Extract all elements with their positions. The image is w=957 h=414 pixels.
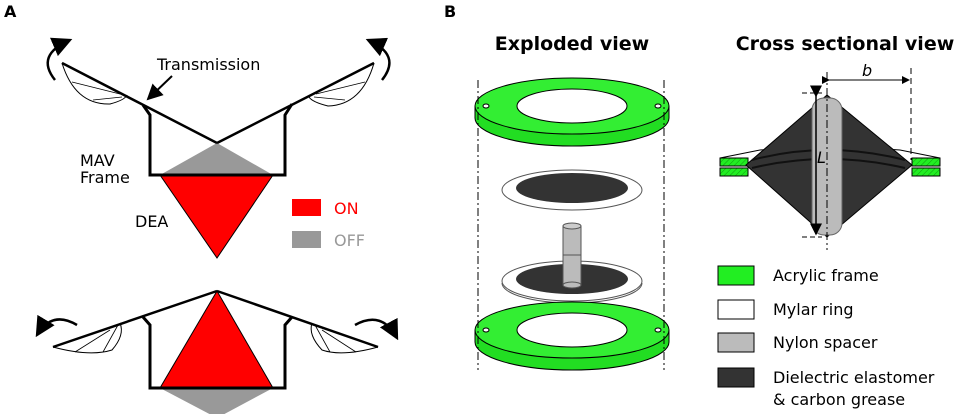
state-legend: ON OFF — [292, 199, 365, 250]
left-wing-spar — [52, 289, 218, 349]
mav-frame — [141, 103, 294, 177]
dea-off-bottom — [160, 388, 273, 414]
mav-bottom-state — [35, 289, 399, 414]
legend-swatch-off — [292, 231, 321, 248]
material-legend: Acrylic frame Mylar ring Nylon spacer Di… — [717, 265, 935, 409]
rotate-arrow-icon — [354, 317, 399, 341]
rotate-arrow-icon — [35, 314, 78, 338]
right-wing — [310, 322, 379, 354]
right-wing — [308, 62, 375, 107]
left-wing-veins — [71, 81, 123, 101]
panel-a: A Transmission MAV Frame DEA ON OFF — [4, 2, 399, 414]
mylar-ring-top — [501, 169, 643, 211]
exploded-view — [474, 77, 670, 371]
legend-acrylic-label: Acrylic frame — [773, 266, 879, 285]
exploded-view-title: Exploded view — [495, 33, 649, 55]
right-wing-veins — [313, 81, 366, 101]
mav-frame — [141, 316, 294, 390]
right-wing-spar — [216, 289, 379, 349]
legend-dielectric-label: Dielectric elastomer — [773, 368, 935, 387]
acrylic-frame-top — [474, 77, 670, 147]
panel-b: B Exploded view Cross sectional view — [444, 2, 954, 409]
legend-swatch-acrylic — [717, 265, 755, 286]
transmission-label: Transmission — [156, 55, 260, 74]
dea-on-bottom — [159, 174, 274, 259]
cross-section-view: b L — [719, 61, 941, 250]
dimension-b-label: b — [862, 61, 872, 80]
legend-nylon-label: Nylon spacer — [773, 333, 878, 352]
mylar-ring-bottom — [501, 254, 643, 304]
dea-label: DEA — [135, 212, 168, 231]
cross-section-title: Cross sectional view — [736, 33, 955, 55]
mav-frame-label-1: MAV — [80, 151, 115, 170]
legend-mylar-label: Mylar ring — [773, 300, 854, 319]
right-wing-spar — [216, 61, 375, 145]
legend-dielectric-label-2: & carbon grease — [773, 390, 905, 409]
left-wing — [61, 62, 128, 105]
legend-off-label: OFF — [334, 231, 365, 250]
dea-off-top — [160, 143, 273, 175]
left-wing — [52, 322, 122, 354]
rotate-arrow-icon — [46, 37, 73, 81]
acrylic-frame-bottom — [474, 301, 670, 371]
mav-top-state: Transmission MAV Frame DEA — [46, 37, 391, 259]
panel-a-label: A — [4, 2, 17, 21]
left-wing-spar — [61, 61, 218, 145]
panel-b-label: B — [444, 2, 456, 21]
rotate-arrow-icon — [365, 37, 391, 81]
legend-on-label: ON — [334, 199, 359, 218]
transmission-arrow-icon — [146, 75, 173, 101]
mav-frame-label-2: Frame — [80, 168, 130, 187]
legend-swatch-on — [292, 199, 321, 216]
legend-swatch-nylon — [717, 332, 755, 353]
dimension-l-label: L — [817, 148, 826, 167]
left-wing-veins — [74, 324, 119, 353]
legend-swatch-dielectric — [717, 367, 755, 388]
legend-swatch-mylar — [717, 299, 755, 320]
right-wing-veins — [314, 324, 357, 353]
